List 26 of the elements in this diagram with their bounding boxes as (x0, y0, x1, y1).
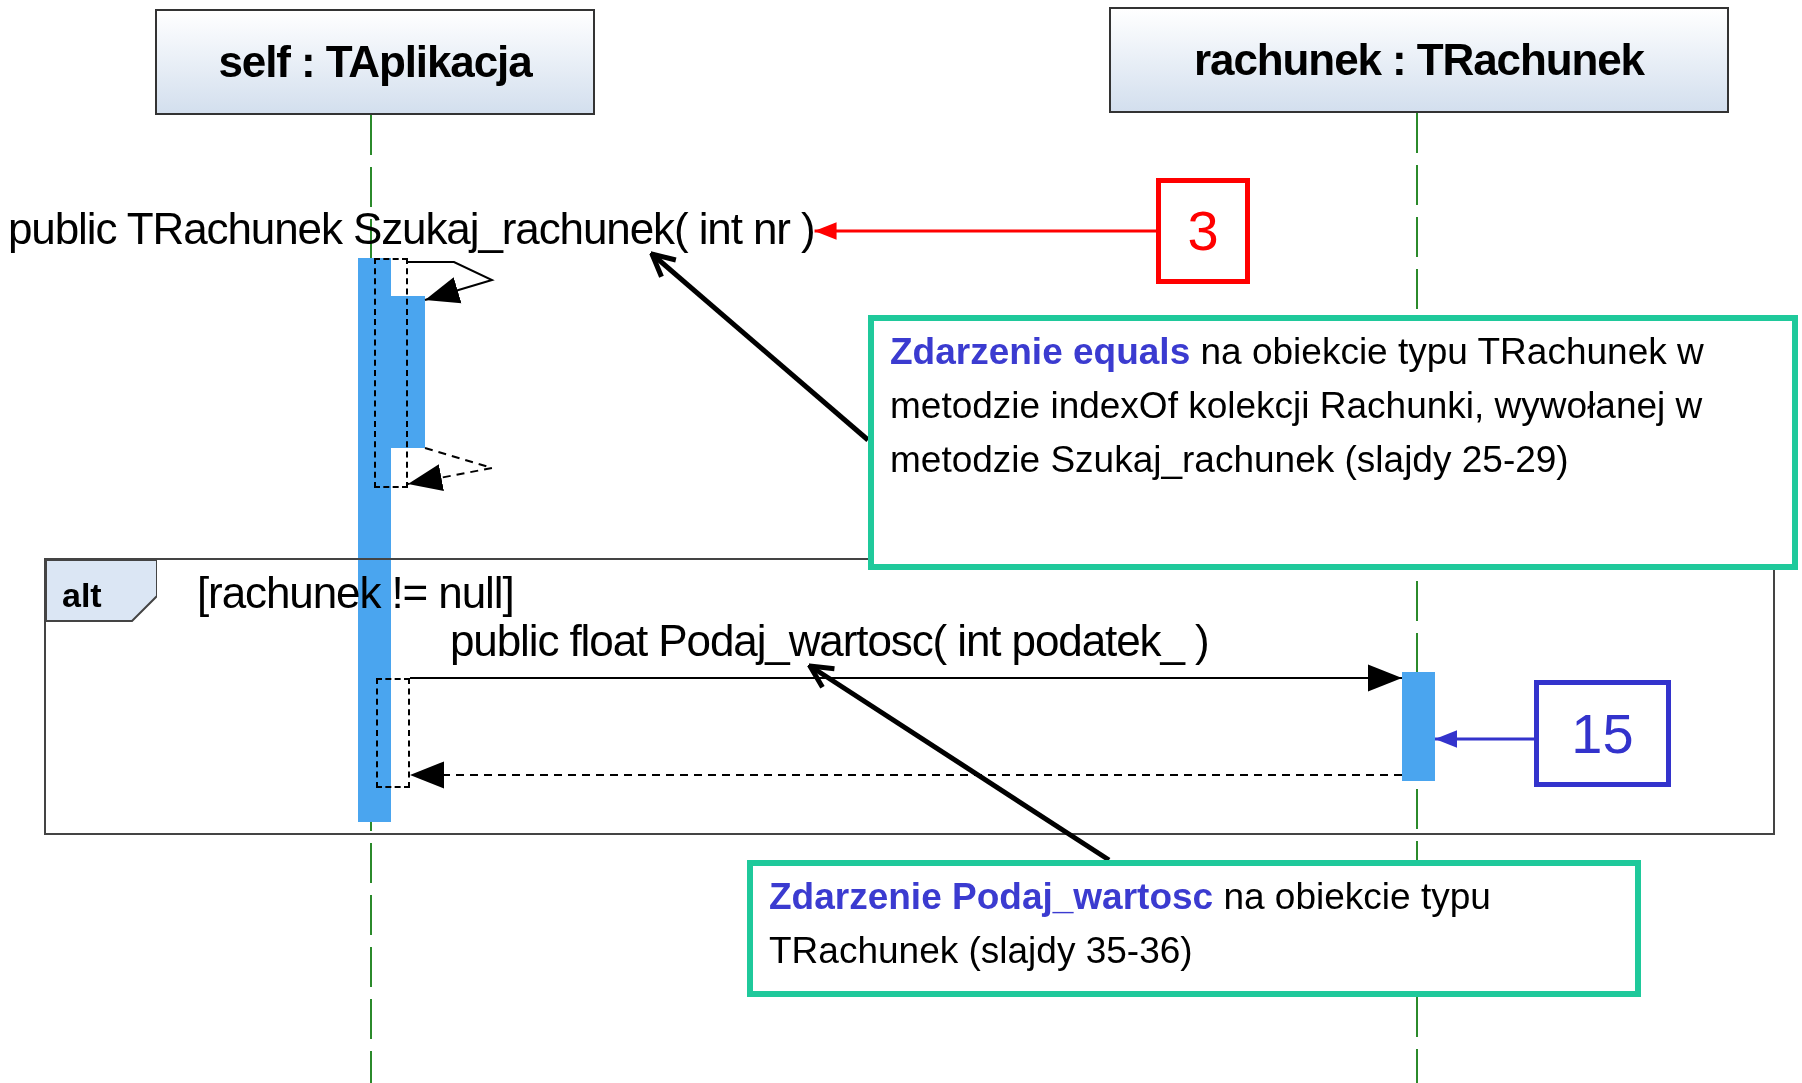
note-text: Zdarzenie Podaj_wartosc na obiekcie typu TRachunek (slajdy 35-36) (769, 876, 1491, 971)
activation-bar (1402, 672, 1435, 781)
message-arrow (407, 447, 493, 491)
message-arrow (814, 222, 1156, 240)
callout-box (1534, 680, 1671, 787)
leader-arrow (649, 251, 870, 442)
execution-outline (376, 678, 410, 788)
lifeline-header-label: rachunek : TRachunek (1194, 34, 1644, 86)
activation-bar (391, 296, 425, 448)
alt-fragment (44, 558, 1775, 835)
fragment-operator: alt (62, 575, 102, 616)
note-text: Zdarzenie equals na obiekcie typu TRachunek w metodzie indexOf kolekcji Rachunki, wywołanej w metodzie Szukaj_rachunek (slajdy 25-29) (890, 331, 1704, 480)
message-arrow (407, 261, 495, 304)
lifeline-header-label: self : TAplikacja (218, 36, 532, 88)
leader-arrow (807, 663, 1111, 863)
lifeline-header (1109, 7, 1729, 113)
note-box (747, 860, 1641, 997)
callout-number: 15 (1571, 700, 1634, 767)
message-label: public float Podaj_wartosc( int podatek_ ) (450, 616, 1209, 666)
callout-number: 3 (1187, 198, 1219, 264)
message-arrow (1435, 730, 1534, 748)
note-box (868, 315, 1798, 570)
message-arrow (409, 761, 1403, 789)
lifeline-header (155, 9, 595, 115)
message-arrow (409, 664, 1403, 692)
callout-box (1156, 178, 1250, 284)
